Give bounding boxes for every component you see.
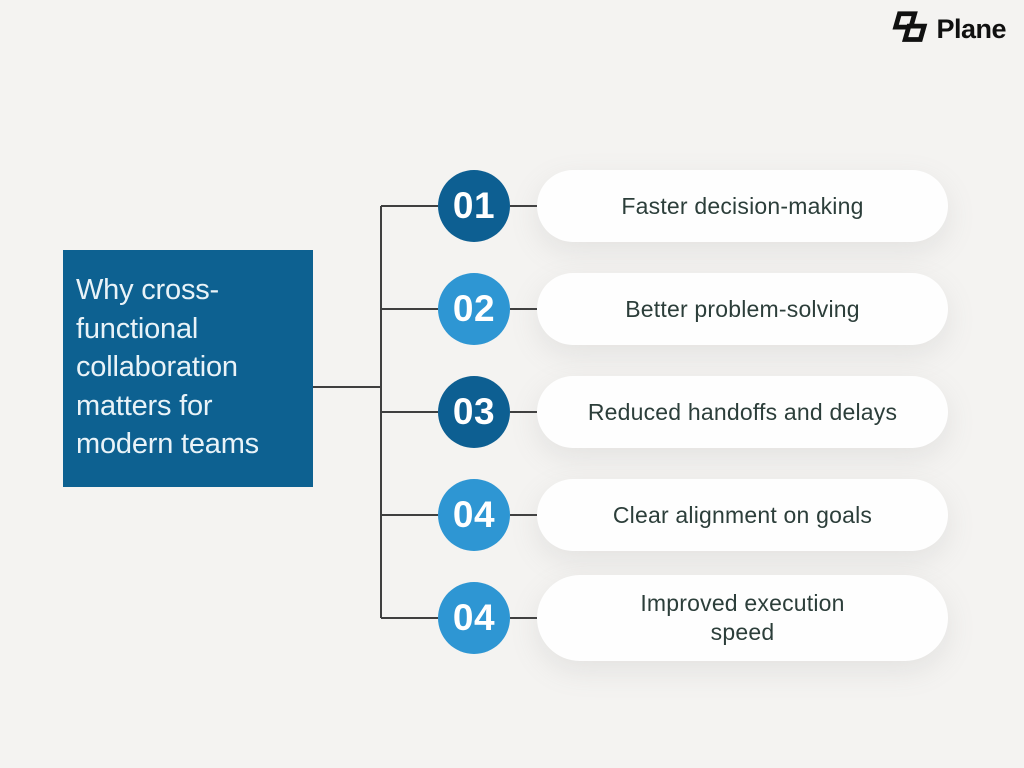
plane-logomark-icon xyxy=(887,10,929,48)
benefit-pill: Better problem-solving xyxy=(537,273,948,345)
step-number-badge: 03 xyxy=(438,376,510,448)
benefit-pill: Faster decision-making xyxy=(537,170,948,242)
benefit-pill: Reduced handoffs and delays xyxy=(537,376,948,448)
benefit-label: Clear alignment on goals xyxy=(612,501,873,528)
benefit-pill: Improved execution speed xyxy=(537,575,948,661)
step-number-badge: 02 xyxy=(438,273,510,345)
benefit-label: Reduced handoffs and delays xyxy=(587,398,898,425)
benefit-pill: Clear alignment on goals xyxy=(537,479,948,551)
plane-logo-wordmark: Plane xyxy=(936,13,1006,44)
benefit-label: Better problem-solving xyxy=(625,295,860,322)
step-number-badge: 04 xyxy=(438,582,510,654)
benefit-label: Faster decision-making xyxy=(621,192,864,219)
step-number-badge: 04 xyxy=(438,479,510,551)
plane-logo: Plane xyxy=(887,10,1006,48)
benefit-label: Improved execution speed xyxy=(640,590,845,645)
title-card: Why cross- functional collaboration matt… xyxy=(63,250,313,487)
step-number-badge: 01 xyxy=(438,170,510,242)
